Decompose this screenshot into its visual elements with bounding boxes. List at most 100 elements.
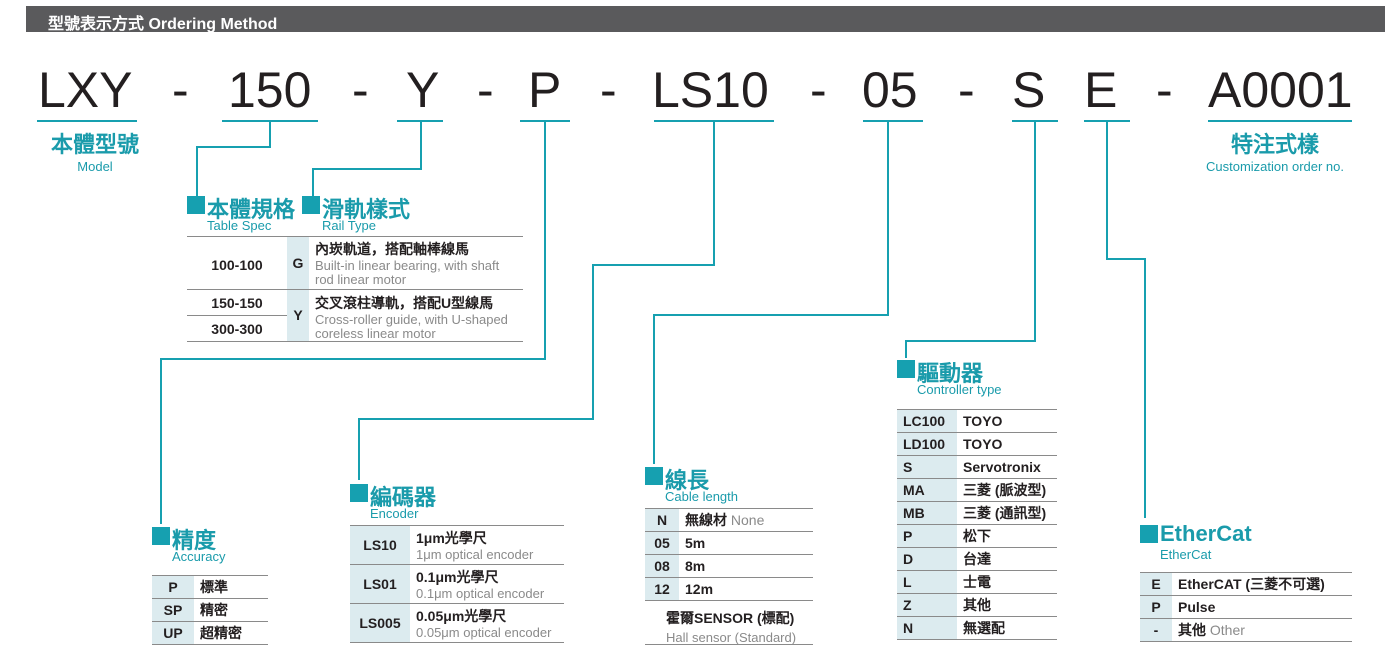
table-spec-en: Table Spec: [207, 218, 272, 233]
controller-zh: 驅動器: [917, 361, 984, 386]
ethercat-en: EtherCat: [1160, 547, 1212, 562]
code-dash: -: [1156, 62, 1173, 118]
accuracy-zh: 精度: [172, 528, 217, 553]
section-square-icon: [1140, 525, 1158, 543]
cable-code: 05: [645, 531, 679, 555]
cable-code: 12: [645, 577, 679, 601]
connector-line: [196, 146, 198, 198]
spec-value: 100-100: [211, 257, 263, 273]
accuracy-en: Accuracy: [172, 549, 226, 564]
ethercat-desc: EtherCAT (三菱不可選): [1172, 572, 1352, 596]
controller-desc: 三菱 (通訊型): [957, 501, 1057, 525]
connector-line: [887, 120, 889, 316]
connector-line: [653, 314, 655, 464]
connector-line: [269, 120, 271, 148]
code-part-a0001: A0001: [1208, 62, 1353, 118]
controller-code: LC100: [897, 409, 957, 433]
cable-desc: 12m: [679, 577, 813, 601]
connector-line: [312, 168, 422, 170]
spec-divider: [187, 315, 287, 316]
spec-divider: [187, 289, 523, 290]
controller-code: MA: [897, 478, 957, 502]
encoder-code: LS005: [350, 603, 410, 643]
connector-line: [358, 418, 594, 420]
underline-cable: [863, 120, 923, 122]
underline-custom: [1208, 120, 1352, 122]
model-label-en: Model: [77, 159, 113, 174]
rail-desc-en: rod linear motor: [315, 272, 407, 287]
section-square-icon: [187, 196, 205, 214]
code-part-y: Y: [406, 62, 440, 118]
accuracy-code: UP: [152, 621, 194, 645]
header-marker-notch: [26, 6, 34, 32]
code-dash: -: [958, 62, 975, 118]
section-square-icon: [152, 527, 170, 545]
section-title: 型號表示方式 Ordering Method: [48, 16, 278, 33]
code-part-lxy: LXY: [38, 62, 133, 118]
controller-desc: Servotronix: [957, 455, 1057, 479]
section-square-icon: [897, 360, 915, 378]
controller-desc: 無選配: [957, 616, 1057, 640]
connector-line: [1106, 258, 1146, 260]
custom-label-en: Customization order no.: [1205, 159, 1344, 174]
code-part-05: 05: [862, 62, 918, 118]
encoder-desc-en: 1μm optical encoder: [416, 547, 534, 562]
rail-desc: 內崁軌道，搭配軸棒線馬 Built-in linear bearing, wit…: [315, 239, 523, 287]
code-dash: -: [477, 62, 494, 118]
connector-line: [653, 314, 889, 316]
cable-code: 08: [645, 554, 679, 578]
rail-desc: 交叉滾柱導軌，搭配U型線馬 Cross-roller guide, with U…: [315, 293, 523, 341]
custom-label: 特注式樣 Customization order no.: [1190, 127, 1360, 174]
rail-desc-en: Cross-roller guide, with U-shaped: [315, 312, 508, 327]
connector-line: [905, 340, 1036, 342]
cable-desc-note: None: [730, 512, 765, 528]
connector-line: [358, 418, 360, 480]
connector-line: [312, 168, 314, 198]
connector-line: [160, 358, 546, 360]
section-square-icon: [350, 484, 368, 502]
underline-model: [37, 120, 137, 122]
rail-code: G: [287, 237, 309, 289]
controller-code: L: [897, 570, 957, 594]
table-row: -其他 Other: [1140, 618, 1352, 642]
connector-line: [1144, 258, 1146, 518]
cable-desc-value: 無線材: [685, 512, 727, 528]
encoder-desc-en: 0.1μm optical encoder: [416, 586, 545, 601]
hall-sensor-zh: 霍爾SENSOR (標配): [666, 610, 795, 626]
section-header: 型號表示方式 Ordering Method: [6, 6, 1385, 33]
code-dash: -: [172, 62, 189, 118]
controller-code: Z: [897, 593, 957, 617]
rail-desc-zh: 內崁軌道，搭配軸棒線馬: [315, 241, 469, 257]
hall-sensor-note: 霍爾SENSOR (標配) Hall sensor (Standard): [666, 608, 796, 645]
cable-en: Cable length: [665, 489, 738, 504]
rail-desc-en: coreless linear motor: [315, 326, 436, 341]
code-dash: -: [810, 62, 827, 118]
code-part-150: 150: [228, 62, 312, 118]
connector-line: [592, 264, 594, 420]
custom-label-zh: 特注式樣: [1230, 132, 1319, 157]
code-part-e: E: [1084, 62, 1118, 118]
connector-line: [544, 120, 546, 360]
cable-code: N: [645, 508, 679, 532]
connector-line: [160, 358, 162, 524]
controller-desc: 松下: [957, 524, 1057, 548]
ethercat-desc: 其他 Other: [1172, 618, 1352, 642]
controller-code: S: [897, 455, 957, 479]
connector-line: [592, 264, 715, 266]
connector-line: [713, 120, 715, 266]
model-label-zh: 本體型號: [50, 132, 139, 157]
